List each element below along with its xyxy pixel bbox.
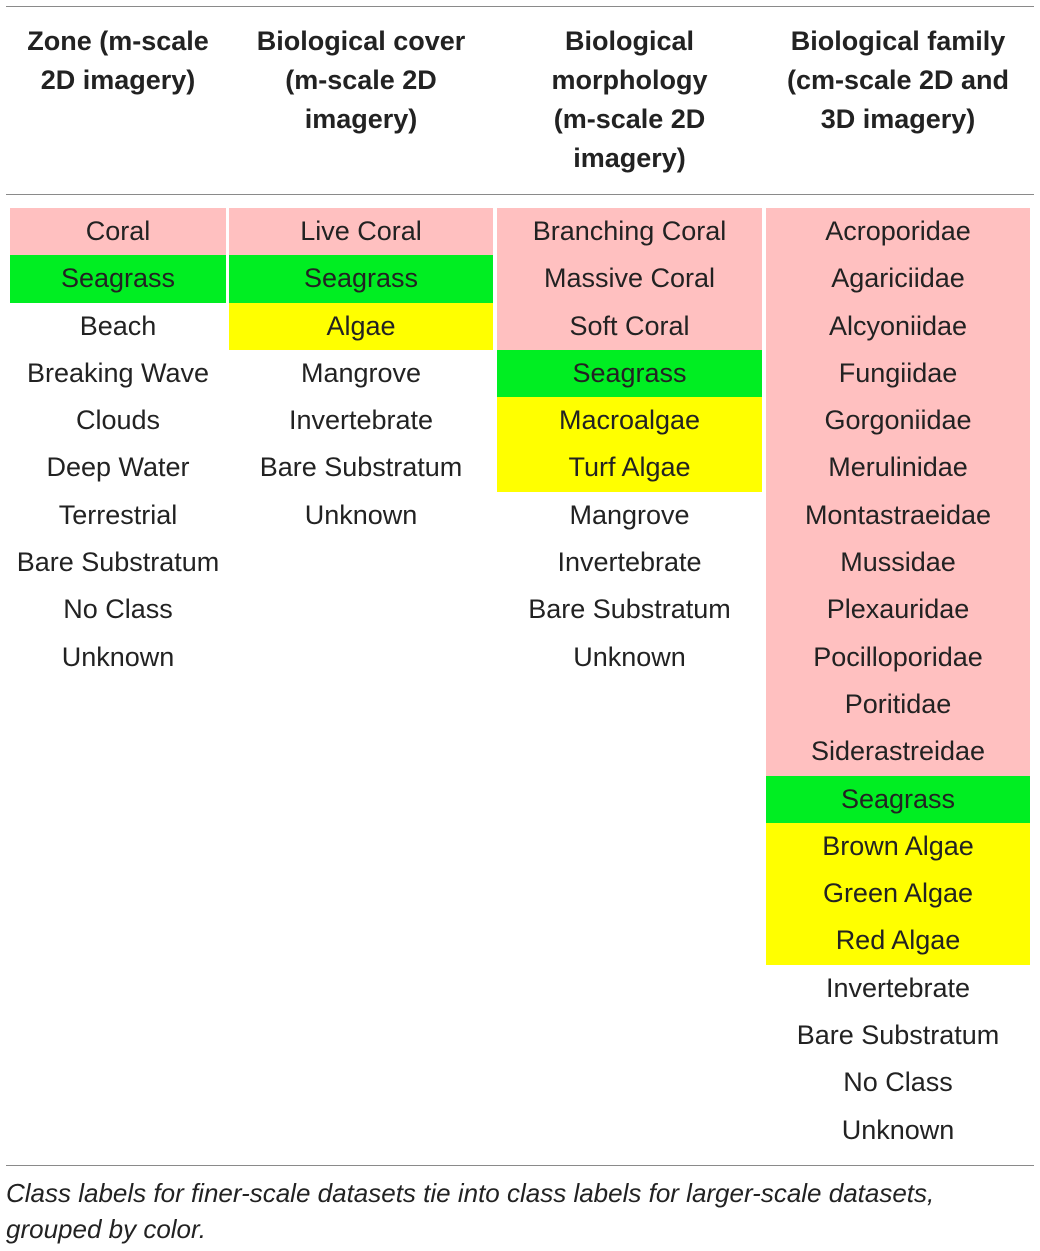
class-label-cell: Seagrass bbox=[766, 775, 1030, 823]
class-label-cell: Coral bbox=[10, 208, 226, 256]
table-bottom-rule bbox=[6, 1165, 1034, 1166]
class-label-cell: Unknown bbox=[61, 641, 175, 672]
class-label-cell: Bare Substratum bbox=[528, 594, 731, 625]
table-caption: Class labels for finer-scale datasets ti… bbox=[6, 1178, 935, 1244]
class-label-cell: Branching Coral bbox=[497, 208, 762, 256]
class-label-cell: Soft Coral bbox=[497, 302, 762, 350]
header-rule bbox=[6, 194, 1034, 195]
class-label-cell: Mangrove bbox=[569, 499, 690, 530]
header-biological-cover: Biological cover (m-scale 2D imagery) bbox=[256, 26, 466, 134]
class-label-cell: Plexauridae bbox=[766, 586, 1030, 634]
class-label-cell: Brown Algae bbox=[766, 822, 1030, 871]
class-label-cell: Clouds bbox=[75, 405, 161, 436]
class-label-cell: Unknown bbox=[304, 499, 418, 530]
class-label-cell: Mangrove bbox=[300, 357, 422, 388]
class-label-cell: Turf Algae bbox=[497, 444, 762, 492]
class-label-cell: Montastraeidae bbox=[766, 491, 1030, 540]
class-label-cell: Gorgoniidae bbox=[766, 397, 1030, 445]
class-label-cell: Seagrass bbox=[497, 349, 762, 398]
class-label-cell: Seagrass bbox=[229, 255, 493, 303]
class-label-cell: No Class bbox=[63, 594, 173, 625]
class-label-cell: Invertebrate bbox=[825, 972, 971, 1003]
class-label-cell: Beach bbox=[79, 310, 157, 341]
class-label-cell: Bare Substratum bbox=[796, 1020, 1000, 1051]
class-label-cell: Pocilloporidae bbox=[766, 633, 1030, 681]
class-label-cell: Terrestrial bbox=[58, 499, 178, 530]
class-label-cell: Red Algae bbox=[766, 917, 1030, 965]
class-label-cell: Acroporidae bbox=[766, 208, 1030, 256]
header-zone: Zone (m-scale 2D imagery) bbox=[27, 26, 209, 95]
class-label-cell: Fungiidae bbox=[766, 349, 1030, 398]
class-label-cell: Merulinidae bbox=[766, 444, 1030, 492]
class-label-cell: Alcyoniidae bbox=[766, 302, 1030, 350]
class-label-cell: Bare Substratum bbox=[259, 452, 463, 483]
class-label-cell: Unknown bbox=[841, 1114, 955, 1145]
class-label-cell: Massive Coral bbox=[497, 255, 762, 303]
table-top-rule bbox=[6, 6, 1034, 7]
class-label-cell: Agariciidae bbox=[766, 255, 1030, 303]
class-label-cell: Poritidae bbox=[766, 680, 1030, 729]
class-label-cell: Bare Substratum bbox=[16, 547, 220, 578]
class-label-cell: Invertebrate bbox=[288, 405, 434, 436]
class-label-cell: Live Coral bbox=[229, 208, 493, 256]
class-label-cell: Seagrass bbox=[10, 255, 226, 303]
class-label-cell: Deep Water bbox=[46, 452, 190, 483]
class-label-cell: Unknown bbox=[573, 641, 686, 672]
header-biological-family: Biological family (cm-scale 2D and 3D im… bbox=[786, 26, 1010, 134]
class-label-cell: Algae bbox=[229, 302, 493, 350]
class-label-cell: Macroalgae bbox=[497, 397, 762, 445]
class-label-cell: Mussidae bbox=[766, 539, 1030, 587]
class-label-cell: Siderastreidae bbox=[766, 728, 1030, 776]
class-label-cell: Invertebrate bbox=[557, 547, 702, 578]
header-biological-morphology: Biological morphology (m-scale 2D imager… bbox=[551, 26, 708, 173]
class-label-cell: Breaking Wave bbox=[26, 357, 210, 388]
class-label-cell: Green Algae bbox=[766, 870, 1030, 918]
class-label-cell: No Class bbox=[843, 1067, 953, 1098]
